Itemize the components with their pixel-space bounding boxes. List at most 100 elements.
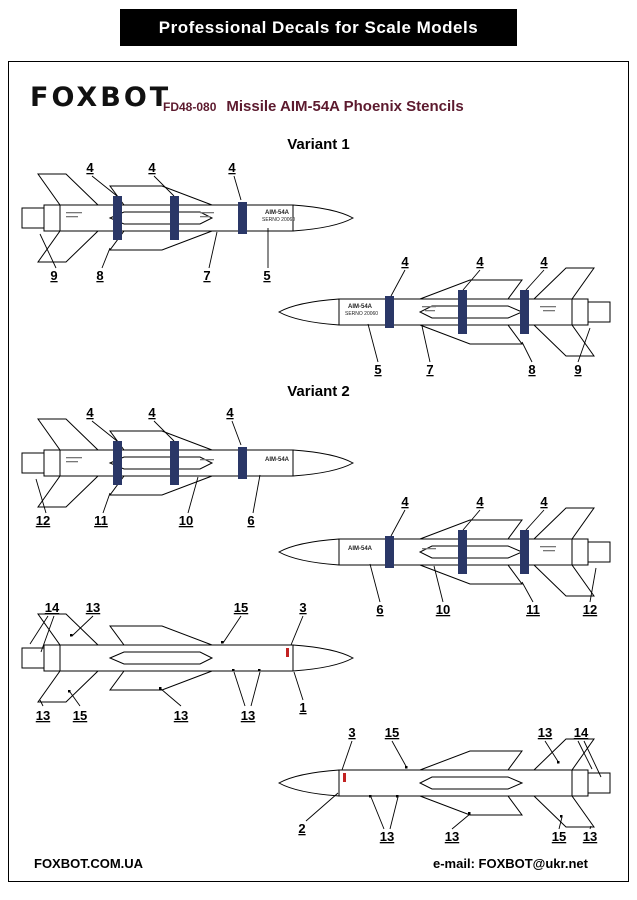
callout-number: 13 bbox=[380, 829, 394, 844]
callout-number: 13 bbox=[445, 829, 459, 844]
leader-line bbox=[250, 671, 261, 707]
callout-number: 1 bbox=[299, 700, 306, 715]
callout-number: 4 bbox=[540, 254, 548, 269]
leader-line bbox=[525, 509, 545, 531]
figure-variant2-left-side: AIM-54A 4 4 4 12 11 10 6 bbox=[10, 403, 360, 531]
callout-number: 15 bbox=[385, 725, 399, 740]
header-title: Professional Decals for Scale Models bbox=[158, 17, 479, 37]
leader-line bbox=[153, 175, 175, 197]
callout-number: 4 bbox=[148, 160, 156, 175]
callout-number: 15 bbox=[552, 829, 566, 844]
fastener-mark bbox=[68, 690, 71, 693]
leader-line bbox=[577, 327, 591, 363]
leader-line bbox=[558, 816, 563, 830]
leader-line bbox=[577, 740, 593, 770]
missile-drawing bbox=[21, 613, 354, 703]
figure-details-left-side: 14 13 15 3 13 15 13 13 1 bbox=[10, 598, 360, 726]
callout-number: 4 bbox=[86, 405, 94, 420]
variant2-heading: Variant 2 bbox=[287, 383, 350, 400]
stencil-microtext bbox=[200, 459, 214, 461]
stencil-name-text: AIM-54A bbox=[265, 210, 290, 216]
fastener-mark bbox=[369, 795, 372, 798]
leader-line bbox=[252, 474, 261, 514]
leader-line bbox=[293, 671, 304, 701]
leader-line bbox=[462, 509, 481, 531]
leader-line bbox=[451, 813, 471, 830]
missile-diagram: 3 15 13 14 2 13 13 15 13 bbox=[278, 725, 611, 844]
product-title-row: FD48-080 Missile AIM-54A Phoenix Stencil… bbox=[163, 98, 464, 115]
decal-band bbox=[385, 536, 394, 568]
foxbot-logo: FOXBOT bbox=[30, 82, 172, 113]
decal-band bbox=[238, 447, 247, 479]
callout-number: 9 bbox=[50, 268, 57, 283]
stencil-name-text: AIM-54A bbox=[348, 304, 373, 310]
stencil-microtext bbox=[200, 216, 210, 218]
callout-number: 4 bbox=[476, 494, 484, 509]
missile-drawing-mirrored bbox=[278, 267, 611, 357]
leader-line bbox=[231, 420, 242, 446]
callout-number: 4 bbox=[86, 160, 94, 175]
leader-line bbox=[583, 740, 602, 778]
leader-line bbox=[233, 671, 246, 707]
callout-number: 11 bbox=[94, 513, 108, 528]
leader-line bbox=[101, 247, 111, 269]
stencil-microtext bbox=[543, 550, 555, 552]
fastener-mark bbox=[232, 669, 235, 672]
stencil-microtext bbox=[540, 546, 556, 548]
leader-line bbox=[421, 325, 431, 363]
callout-number: 13 bbox=[36, 708, 50, 723]
missile-diagram: AIM-54A 4 4 4 12 11 10 6 bbox=[21, 405, 354, 528]
leader-line bbox=[233, 175, 242, 201]
missile-diagram: 14 13 15 3 13 15 13 13 1 bbox=[21, 600, 354, 723]
red-stencil-mark bbox=[343, 773, 346, 782]
leader-line bbox=[208, 231, 218, 269]
fastener-mark bbox=[468, 812, 471, 815]
leader-line bbox=[525, 269, 545, 291]
decal-band bbox=[113, 196, 122, 240]
missile-diagram: AIM-54A 4 4 4 6 10 11 12 bbox=[278, 494, 611, 617]
leader-line bbox=[35, 478, 47, 514]
leader-line bbox=[391, 740, 408, 769]
stencil-microtext bbox=[540, 306, 556, 308]
leader-line bbox=[462, 269, 481, 291]
leader-line bbox=[544, 740, 560, 764]
figure-variant2-right-side: AIM-54A 4 4 4 6 10 11 12 bbox=[272, 492, 622, 620]
callout-number: 7 bbox=[203, 268, 210, 283]
figure-details-right-side: 3 15 13 14 2 13 13 15 13 bbox=[272, 723, 622, 851]
leader-line bbox=[91, 175, 118, 197]
callout-number: 4 bbox=[401, 494, 409, 509]
stencil-serial-text: SERNO 20060 bbox=[345, 311, 378, 317]
stencil-microtext bbox=[425, 310, 435, 312]
stencil-microtext bbox=[200, 212, 214, 214]
stencil-microtext bbox=[66, 212, 82, 214]
callout-number: 13 bbox=[583, 829, 597, 844]
decal-band bbox=[238, 202, 247, 234]
callout-number: 7 bbox=[426, 362, 433, 377]
stencil-microtext bbox=[66, 457, 82, 459]
decal-band bbox=[170, 441, 179, 485]
decal-band bbox=[385, 296, 394, 328]
leader-line bbox=[71, 615, 94, 637]
stencil-microtext bbox=[422, 306, 436, 308]
stencil-microtext bbox=[66, 461, 78, 463]
leader-line bbox=[160, 688, 182, 707]
missile-diagram: AIM-54A SERNO 20060 4 4 4 5 7 8 9 bbox=[278, 254, 611, 377]
figure-variant1-right-side: AIM-54A SERNO 20060 4 4 4 5 7 8 9 bbox=[272, 252, 622, 380]
leader-line bbox=[589, 825, 592, 830]
leader-line bbox=[39, 233, 57, 269]
stencil-microtext bbox=[422, 548, 436, 550]
leader-line bbox=[341, 740, 353, 771]
callout-number: 4 bbox=[148, 405, 156, 420]
missile-drawing-mirrored bbox=[278, 738, 611, 828]
leader-line bbox=[40, 615, 55, 653]
callout-number: 3 bbox=[299, 600, 306, 615]
callout-number: 15 bbox=[73, 708, 87, 723]
decal-band bbox=[458, 290, 467, 334]
callout-number: 8 bbox=[528, 362, 535, 377]
callout-number: 13 bbox=[86, 600, 100, 615]
stencil-name-text: AIM-54A bbox=[348, 546, 373, 552]
callout-number: 3 bbox=[348, 725, 355, 740]
decal-band bbox=[458, 530, 467, 574]
fastener-mark bbox=[159, 687, 162, 690]
leader-line bbox=[390, 269, 406, 297]
